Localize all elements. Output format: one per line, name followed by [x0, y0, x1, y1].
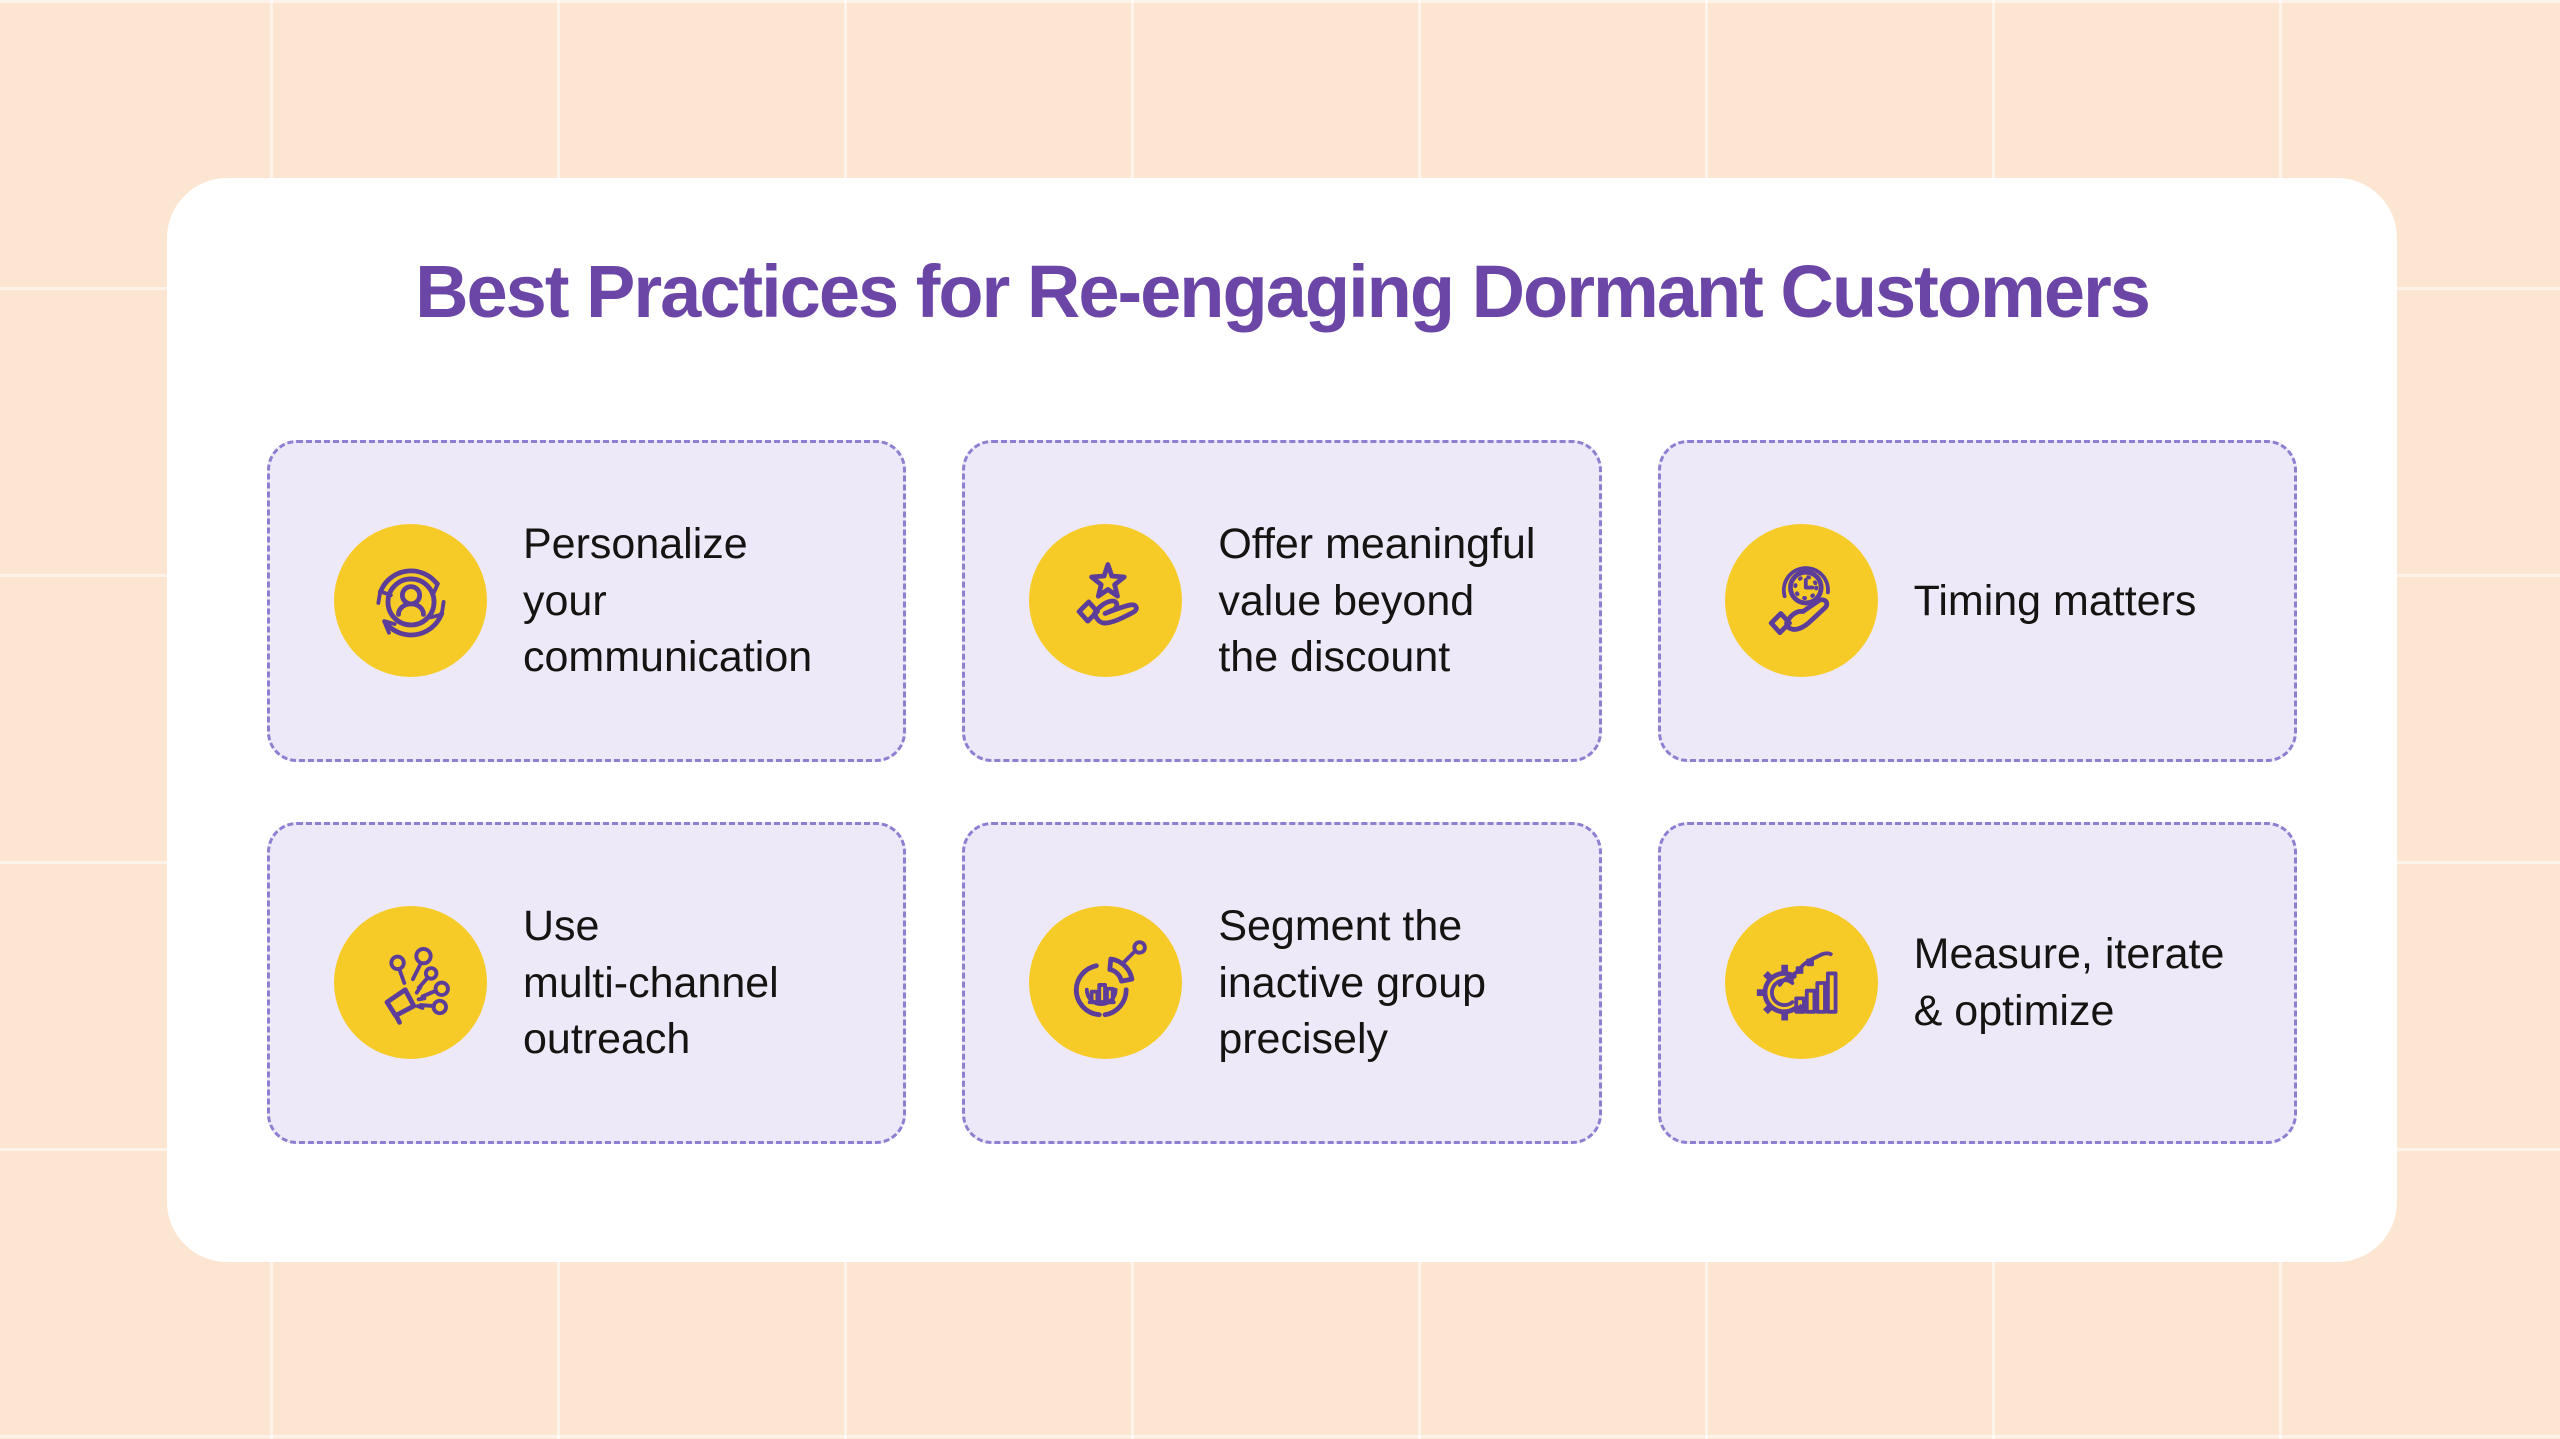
icon-circle — [1724, 524, 1878, 678]
card-label: Personalize your communication — [523, 519, 813, 682]
cards-grid: Personalize your communication Offer mea… — [267, 439, 2297, 1144]
card-label: Offer meaningful value beyond the discou… — [1218, 519, 1536, 682]
card-label: Segment the inactive group precisely — [1218, 901, 1487, 1064]
infographic-panel: Best Practices for Re-engaging Dormant C… — [167, 178, 2397, 1262]
user-refresh-cycle-icon — [375, 568, 446, 638]
icon-circle — [334, 906, 487, 1060]
icon-circle — [1029, 906, 1183, 1060]
card-measure-iterate-optimize: Measure, iterate & optimize — [1657, 821, 2297, 1144]
card-personalize-communication: Personalize your communication — [267, 439, 907, 762]
icon-circle — [1724, 906, 1878, 1060]
page-title: Best Practices for Re-engaging Dormant C… — [415, 250, 2151, 333]
gear-bar-chart-icon — [1756, 951, 1838, 1021]
hand-star-icon — [1076, 562, 1139, 626]
card-label: Measure, iterate & optimize — [1913, 930, 2225, 1035]
card-segment-inactive-group: Segment the inactive group precisely — [962, 821, 1602, 1144]
hand-clock-icon — [1768, 566, 1831, 635]
card-label: Timing matters — [1913, 576, 2197, 625]
icon-circle — [1029, 524, 1183, 678]
card-offer-value: Offer meaningful value beyond the discou… — [962, 439, 1602, 762]
megaphone-channels-icon — [384, 946, 450, 1025]
card-multichannel-outreach: Use multi-channel outreach — [267, 821, 907, 1144]
icon-circle — [334, 524, 487, 678]
segmented-pie-chart-icon — [1073, 940, 1147, 1017]
card-label: Use multi-channel outreach — [523, 901, 779, 1064]
card-timing-matters: Timing matters — [1657, 439, 2297, 762]
